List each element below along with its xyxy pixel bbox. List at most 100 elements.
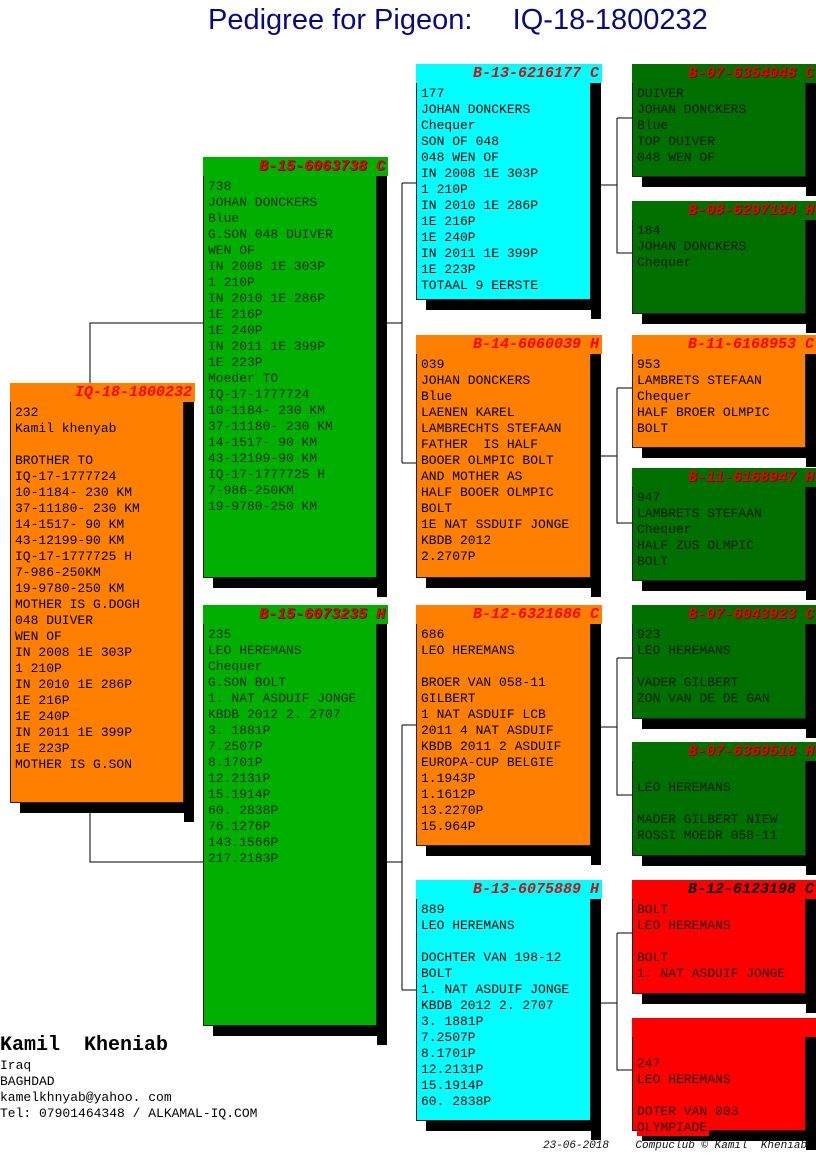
note-line [637,1088,639,1104]
note-line: G.SON 048 DUIVER [208,227,335,243]
note-line: LEO HEREMANS [421,918,517,934]
note-line: 235 [208,627,234,643]
note-line: 232 [15,405,41,421]
note-line: 43-12199-90 KM [208,451,320,467]
note-line: TOTAAL 9 EERSTE [421,278,541,294]
note-line: 37-11180- 230 KM [208,419,335,435]
note-line: BOLT [637,421,671,437]
card-shadow [426,846,601,856]
note-line: VADER GILBERT [637,675,741,691]
note-line: 2011 4 NAT ASDUIF [421,723,556,739]
ring-number [632,1018,816,1037]
note-line: 039 [421,357,447,373]
note-line: 19-9780-250 KM [15,581,127,597]
owner-city: BAGHDAD [0,1074,55,1089]
note-line: 217.2183P [208,851,281,867]
note-line: LEO HEREMANS [637,1072,733,1088]
note-line: 177 [421,86,447,102]
note-line: TOP DUIVER [637,134,718,150]
note-line: IN 2011 1E 399P [421,246,541,262]
card-shadow [591,354,601,597]
note-line: BROER VAN 058-11 [421,675,548,691]
note-line: 1E 223P [15,741,72,757]
note-line [637,796,639,812]
note-line: Chequer [637,255,694,271]
footer-credit: 23-06-2018 Compuclub © Kamil Kheniab [543,1140,808,1152]
note-line: DUIVER [637,86,686,102]
note-line: 947 [637,490,663,506]
note-line: SON OF 048 [421,134,502,150]
note-line: KBDB 2012 2. 2707 [421,998,556,1014]
card-shadow [184,402,194,822]
note-line: LAMBRECHTS STEFAAN [421,421,564,437]
note-line: 76.1276P [208,819,273,835]
note-line: Blue [421,389,455,405]
note-line: 14-1517- 90 KM [208,435,320,451]
note-line: 10-1184- 230 KM [208,403,328,419]
note-line: IN 2008 1E 303P [421,166,541,182]
note-line: HALF BOOER OLMPIC [421,485,556,501]
note-line: 1 210P [15,661,64,677]
note-line: G.SON BOLT [208,675,289,691]
note-line: LEO HEREMANS [637,780,733,796]
card-shadow [591,624,601,865]
note-line [637,659,639,675]
note-line: 247 [637,1056,663,1072]
card-shadow [20,803,194,813]
note-line: Chequer [637,389,694,405]
note-line: OLYMPIADE [637,1120,710,1136]
note-line: Chequer [208,659,265,675]
card-shadow [213,578,387,588]
note-line: 1. NAT ASDUIF JONGE [421,982,572,998]
note-line: JOHAN DONCKERS [637,239,749,255]
card-shadow [642,314,816,324]
note-line [637,934,639,950]
note-line: FATHER IS HALF [421,437,541,453]
note-line: BOLT [637,902,671,918]
owner-info: Kamil Kheniab Iraq BAGHDAD kamelkhnyab@y… [0,1034,257,1122]
card-shadow [642,581,816,591]
note-line: 1E 240P [421,230,478,246]
note-line: 37-11180- 230 KM [15,501,142,517]
note-line: IQ-17-1777725 H [15,549,135,565]
note-line: KBDB 2012 [421,533,494,549]
note-line: 19-9780-250 KM [208,499,320,515]
note-line: 1. NAT ASDUIF JONGE [637,966,788,982]
note-line: DOTER VAN 003 [637,1104,741,1120]
note-line: 686 [421,627,447,643]
note-line: 13.2270P [421,803,486,819]
note-line: 15.1914P [421,1078,486,1094]
note-line: LEO HEREMANS [208,643,304,659]
card-shadow [642,448,816,458]
note-line: 15.964P [421,819,478,835]
note-line: 10-1184- 230 KM [15,485,135,501]
note-line: 3. 1881P [208,723,273,739]
note-line: LAMBRETS STEFAAN [637,373,764,389]
note-line: LEO HEREMANS [421,643,517,659]
note-line: ROSSI MOEDR 058-11 [637,828,780,844]
ring-number: B-13-6216177 C [416,64,602,83]
note-line: WEN OF [15,629,64,645]
card-shadow [591,899,601,1140]
note-line: BOLT [421,966,455,982]
card-shadow [806,624,816,738]
ring-number: B-12-6123198 C [632,880,816,899]
note-line: 1. NAT ASDUIF JONGE [208,691,359,707]
note-line: 1 210P [421,182,470,198]
note-line: 8.1701P [421,1046,478,1062]
owner-name: Kamil Kheniab [0,1034,169,1057]
note-line: 60. 2838P [208,803,281,819]
card-shadow [642,1131,816,1141]
